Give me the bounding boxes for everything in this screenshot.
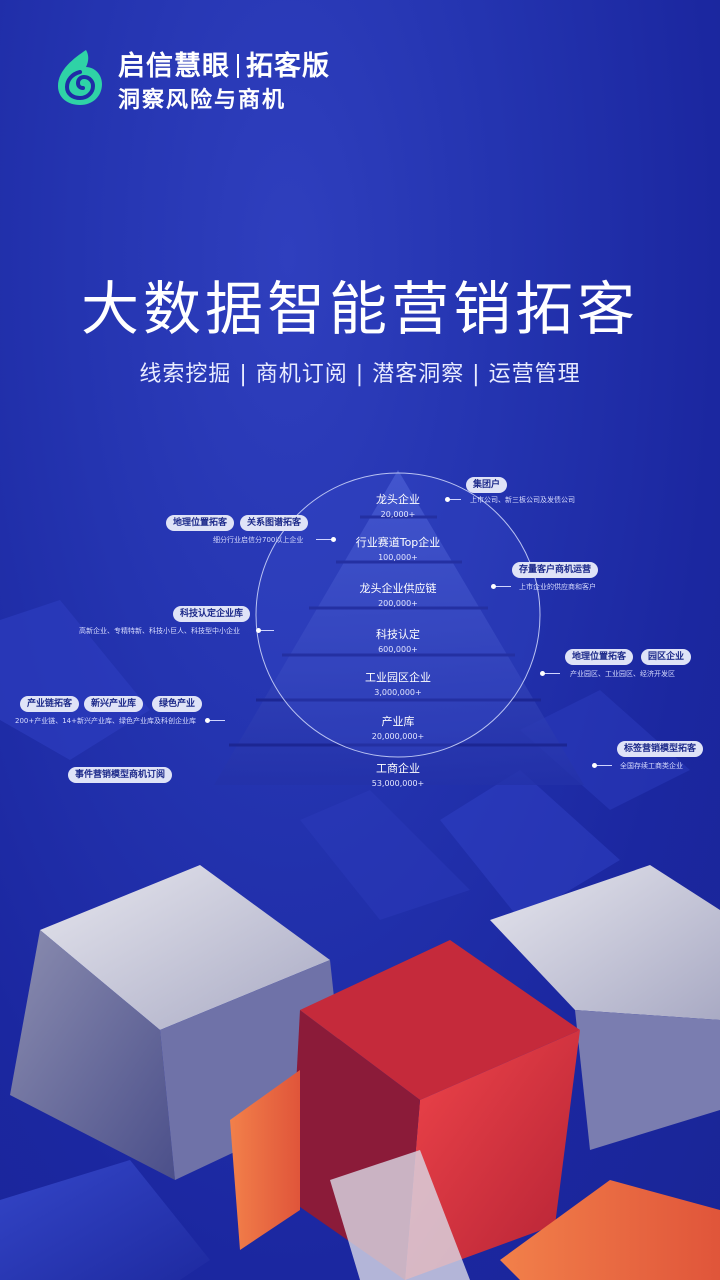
tier-name: 产业库 — [381, 715, 415, 728]
tag-green-industry: 绿色产业 — [152, 696, 203, 712]
tag-emerging-industry: 新兴产业库 — [84, 696, 144, 712]
tier-count: 100,000+ — [378, 553, 418, 562]
note-group: 上市公司、新三板公司及发债公司 — [470, 496, 575, 504]
tag-geo-location: 地理位置拓客 — [166, 515, 235, 531]
note-geo: 细分行业启信分700以上企业 — [213, 536, 304, 544]
tag-tech-library: 科技认定企业库 — [173, 606, 251, 622]
tag-industry-chain: 产业链拓客 — [20, 696, 80, 712]
tag-label-marketing: 标签营销模型拓客 — [617, 741, 704, 757]
tag-group-account: 集团户 — [466, 477, 508, 493]
pyramid-tier-1: 龙头企业 20,000+ — [348, 491, 448, 519]
tier-count: 53,000,000+ — [371, 779, 425, 788]
tier-name: 工业园区企业 — [365, 671, 431, 684]
page-headline: 大数据智能营销拓客 — [80, 275, 639, 343]
pyramid-tier-4: 科技认定 600,000+ — [328, 626, 468, 654]
pyramid-tier-2: 行业赛道Top企业 100,000+ — [328, 534, 468, 562]
pyramid-tier-5: 工业园区企业 3,000,000+ — [318, 669, 478, 697]
pyramid-tier-6: 产业库 20,000,000+ — [318, 713, 478, 741]
brand-title: 启信慧眼拓客版 — [118, 44, 330, 83]
connector-industry — [205, 718, 225, 723]
brand-edition: 拓客版 — [246, 51, 330, 82]
tier-name: 行业赛道Top企业 — [355, 536, 441, 549]
tag-event-marketing: 事件营销模型商机订阅 — [68, 767, 173, 783]
tier-count: 20,000+ — [380, 510, 416, 519]
connector-geo — [316, 537, 336, 542]
connector-label — [592, 763, 612, 768]
tag-existing-customers: 存量客户商机运营 — [512, 562, 599, 578]
connector-park — [540, 671, 560, 676]
pyramid-graphic — [214, 470, 584, 785]
brand-tagline: 洞察风险与商机 — [118, 88, 287, 113]
note-stock: 上市企业的供应商和客户 — [519, 583, 596, 591]
connector-stock — [491, 584, 511, 589]
connector-tech — [256, 628, 274, 633]
note-park: 产业园区、工业园区、经济开发区 — [570, 670, 675, 678]
connector-group — [445, 497, 461, 502]
tier-name: 龙头企业 — [376, 493, 420, 506]
background-cubes-illustration — [0, 600, 720, 1280]
tier-count: 20,000,000+ — [371, 732, 425, 741]
tier-count: 600,000+ — [378, 645, 418, 654]
note-label: 全国存续工商类企业 — [620, 762, 683, 770]
pyramid-tier-3: 龙头企业供应链 200,000+ — [328, 580, 468, 608]
tag-geo-location-right: 地理位置拓客 — [565, 649, 634, 665]
note-tech: 高新企业、专精特新、科技小巨人、科技型中小企业 — [79, 627, 240, 635]
tag-relation-graph: 关系图谱拓客 — [240, 515, 309, 531]
tier-name: 工商企业 — [376, 762, 420, 775]
brand-name: 启信慧眼 — [118, 51, 230, 82]
tier-name: 科技认定 — [376, 628, 420, 641]
brand-divider — [237, 54, 239, 78]
feature-list: 线索挖掘 | 商机订阅 | 潜客洞察 | 运营管理 — [139, 362, 581, 387]
tag-park-enterprise: 园区企业 — [641, 649, 692, 665]
brand-logo-icon — [58, 50, 102, 105]
tier-count: 200,000+ — [378, 599, 418, 608]
tier-name: 龙头企业供应链 — [359, 582, 437, 595]
tier-count: 3,000,000+ — [374, 688, 422, 697]
note-industry: 200+产业链、14+新兴产业库、绿色产业库及科创企业库 — [15, 717, 196, 725]
pyramid-tier-7: 工商企业 53,000,000+ — [318, 760, 478, 788]
